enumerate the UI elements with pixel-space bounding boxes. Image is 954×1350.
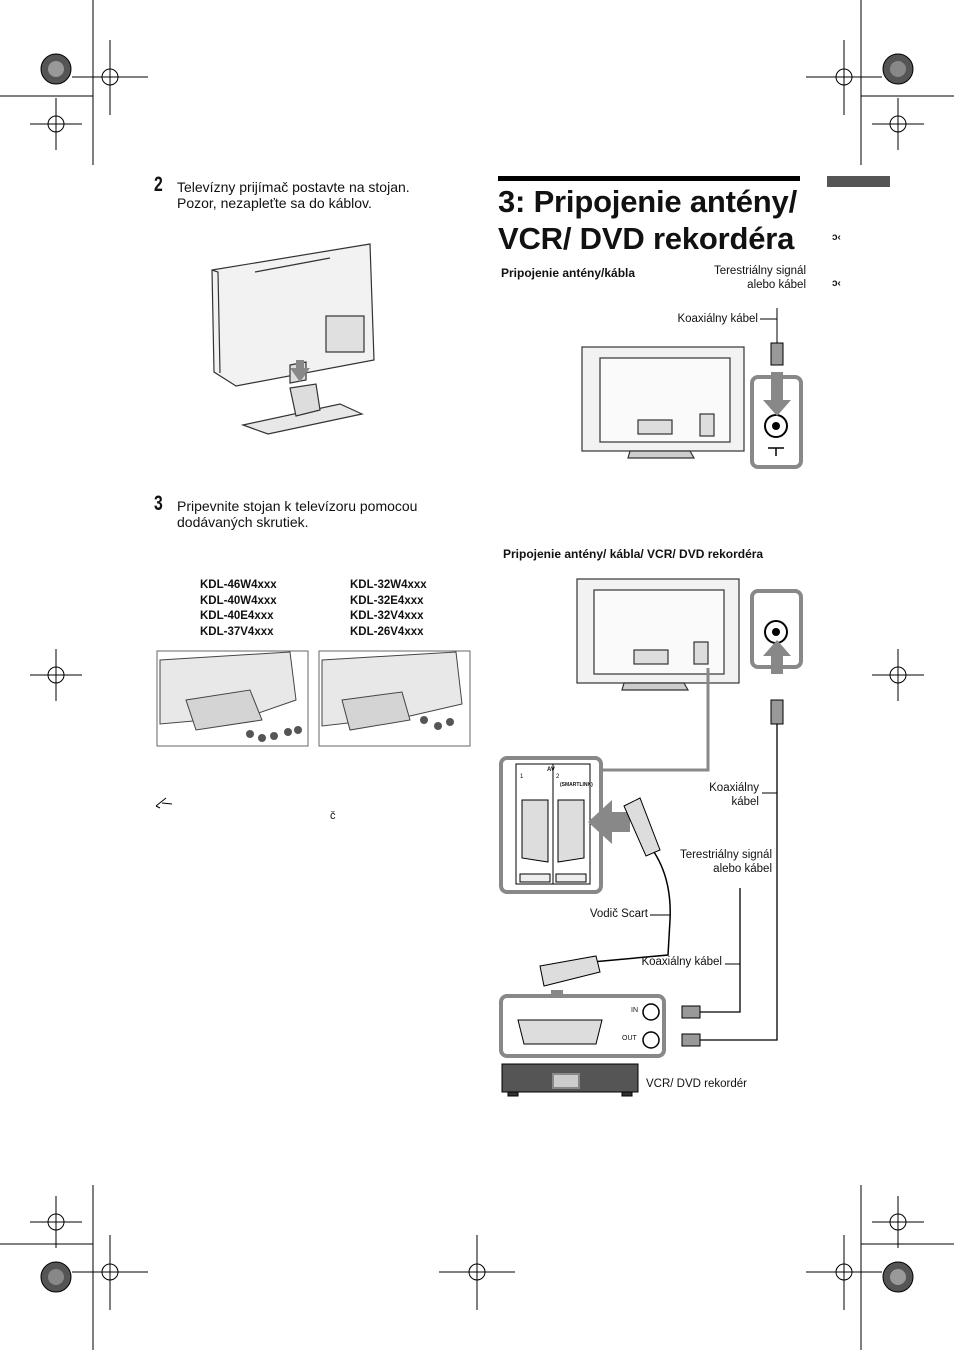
model-item: KDL-40E4xxx	[200, 610, 274, 622]
coax-label-2a: Koaxiálny	[709, 782, 759, 794]
coax-plug-1	[770, 342, 784, 366]
model-item: KDL-32V4xxx	[350, 610, 424, 622]
av1-label: 1	[520, 774, 524, 780]
terrestrial-label-1b: alebo kábel	[747, 278, 806, 291]
step-2-line-1: Televízny prijímač postavte na stojan.	[177, 179, 410, 195]
step-3-line-1: Pripevnite stojan k televízoru pomocou	[177, 498, 418, 514]
section-rule	[498, 176, 800, 181]
model-item: KDL-46W4xxx	[200, 579, 277, 591]
coax-label-3: Koaxiálny kábel	[641, 956, 722, 968]
tv-rear-2	[576, 578, 740, 691]
step-3-line-2: dodávaných skrutiek.	[177, 514, 309, 530]
scart-plug-bottom	[539, 955, 601, 987]
coax-cable-antenna-to-in	[700, 888, 741, 1013]
antenna-jack-pin-1	[772, 422, 780, 430]
section-title-line-1: 3: Pripojenie antény/	[498, 184, 797, 219]
section-title: 3: Pripojenie antény/ VCR/ DVD rekordéra	[498, 183, 797, 257]
recorder-in-jack	[642, 1003, 660, 1021]
terrestrial-label-2a: Terestriálny signál	[679, 849, 772, 861]
note-char: č	[330, 810, 336, 822]
note-pencil-icon	[155, 797, 173, 809]
in-label: IN	[631, 1007, 638, 1014]
model-item: KDL-40W4xxx	[200, 594, 277, 607]
av-label: AV	[547, 767, 555, 773]
model-item: KDL-32W4xxx	[350, 579, 427, 591]
antenna-symbol-1	[768, 447, 784, 456]
out-label: OUT	[622, 1035, 637, 1042]
smartlink-label: (SMARTLINK)	[560, 782, 593, 788]
model-item: KDL-37V4xxx	[200, 625, 274, 638]
recorder-device	[501, 1063, 639, 1097]
subheading-antenna: Pripojenie antény/kábla	[501, 266, 636, 280]
coax-label-2: Koaxiálny kábel	[680, 782, 759, 809]
side-glyph-2: ɔ‹	[832, 278, 841, 289]
registration-targets	[47, 68, 907, 1281]
connect-arrow-2	[763, 640, 791, 674]
screw-detail-right	[318, 650, 471, 747]
step-2-number: 2	[154, 173, 163, 196]
step-2-line-2: Pozor, nezapleťte sa do káblov.	[177, 195, 372, 211]
coax-label-1: Koaxiálny kábel	[677, 313, 758, 325]
step-2-text: Televízny prijímač postavte na stojan. P…	[177, 179, 410, 211]
side-tab	[827, 176, 890, 187]
side-glyph-1: ɔ‹	[832, 232, 841, 243]
model-list-left: KDL-46W4xxx KDL-40W4xxx KDL-40E4xxx KDL-…	[200, 578, 277, 640]
terrestrial-label-2b: alebo kábel	[713, 862, 772, 875]
terrestrial-label-1a: Terestriálny signál	[713, 265, 806, 277]
coax-label-2b: kábel	[731, 795, 760, 808]
antenna-jack-pin-2	[772, 628, 780, 636]
coax-cable-tv-to-out	[700, 724, 778, 1041]
scart-plug-arrow	[588, 800, 630, 844]
recorder-scart-socket	[517, 1019, 603, 1045]
coax-plug-out	[681, 1033, 701, 1047]
tv-rear-1	[581, 346, 745, 459]
model-item: KDL-32E4xxx	[350, 594, 424, 607]
step-3-text: Pripevnite stojan k televízoru pomocou d…	[177, 498, 417, 530]
scart-plug-top	[623, 797, 661, 857]
connect-arrow-1	[763, 372, 791, 416]
tv-stand-illustration	[211, 243, 375, 435]
scart-link-line	[600, 668, 710, 772]
terrestrial-label-2: Terestriálny signál alebo kábel	[640, 849, 772, 876]
coax-plug-2	[770, 699, 784, 725]
scart-panel	[515, 763, 591, 885]
section-title-line-2: VCR/ DVD rekordéra	[498, 221, 795, 256]
scart-label: Vodič Scart	[589, 908, 648, 920]
model-list-right: KDL-32W4xxx KDL-32E4xxx KDL-32V4xxx KDL-…	[350, 578, 427, 640]
registration-rosettes	[40, 53, 914, 1293]
recorder-out-jack	[642, 1031, 660, 1049]
scart-cable	[591, 851, 671, 963]
terrestrial-label-1: Terestriálny signál alebo kábel	[680, 265, 806, 292]
recorder-label: VCR/ DVD rekordér	[646, 1078, 747, 1090]
av2-label: 2	[556, 774, 560, 780]
step-3-number: 3	[154, 492, 163, 515]
coax-plug-in	[681, 1005, 701, 1019]
mount-arrow	[290, 360, 310, 382]
model-item: KDL-26V4xxx	[350, 625, 424, 638]
subheading-antenna-vcr: Pripojenie antény/ kábla/ VCR/ DVD rekor…	[503, 547, 764, 561]
screw-detail-left	[156, 650, 309, 747]
